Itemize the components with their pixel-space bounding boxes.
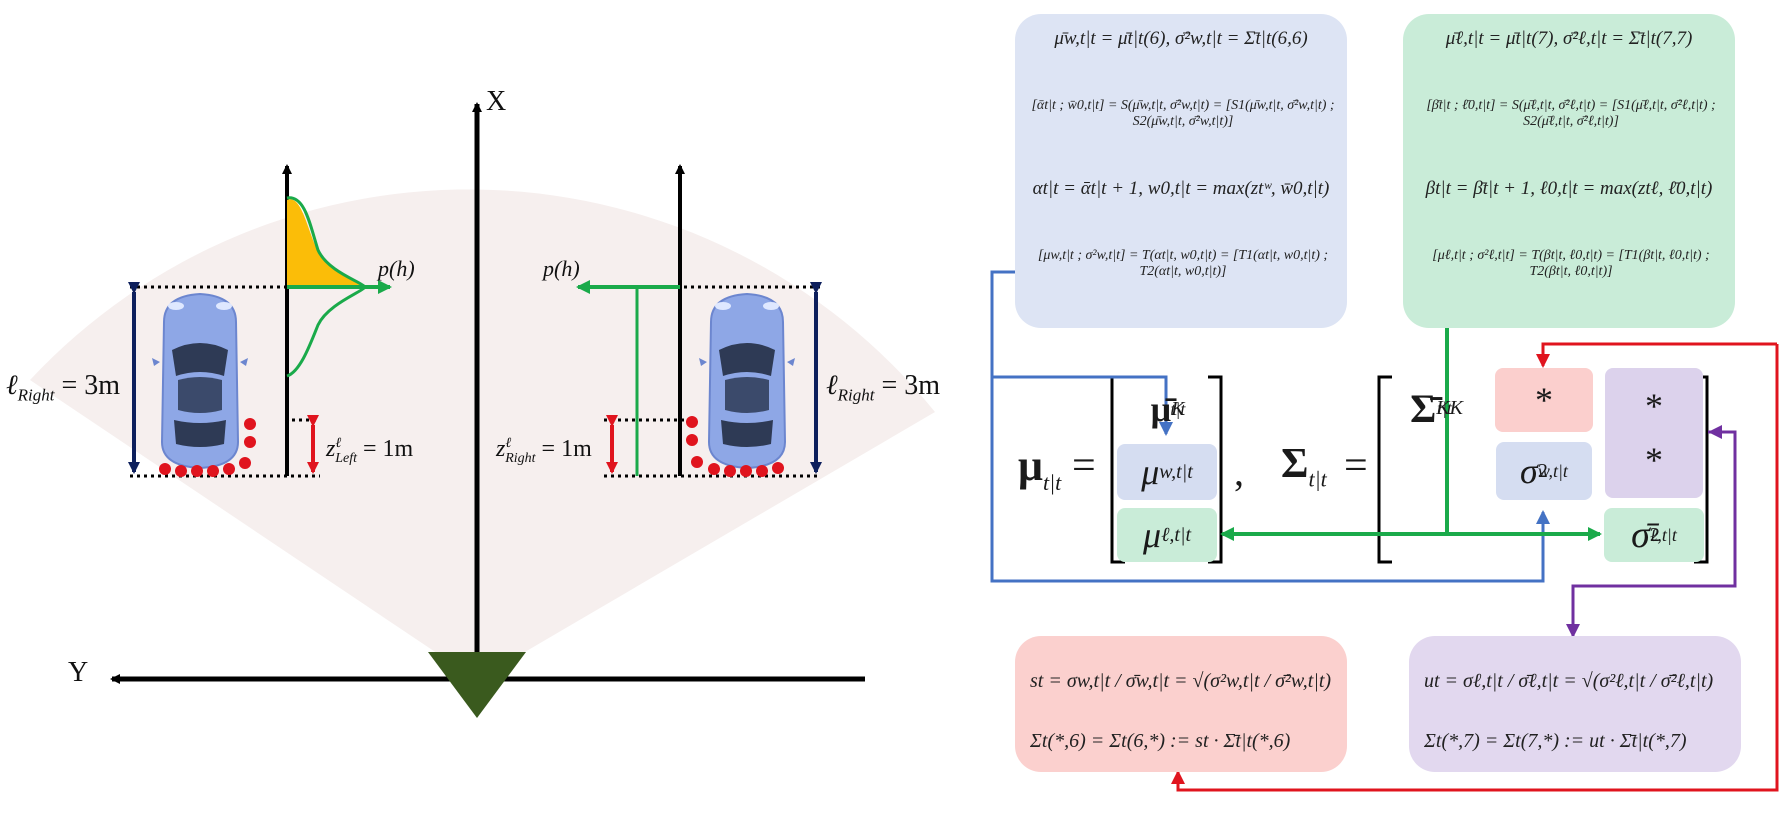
left-pdf-curve — [287, 199, 365, 287]
left-length-label: ℓRight = 3m — [6, 370, 121, 405]
green-equation-box — [1403, 14, 1735, 328]
right-ph-label: p(h) — [543, 256, 580, 281]
sigma-equals: = — [1344, 443, 1368, 489]
sigma-star-red-cell: * — [1495, 368, 1593, 432]
mu-comma: , — [1234, 449, 1244, 494]
sigma-lhs: Σt|t — [1281, 441, 1327, 492]
blue-eq-line3: αt|t = ᾱt|t + 1, w0,t|t = max(ztʷ, w̄0,t… — [1032, 178, 1330, 199]
sigma-star-lower: * — [1645, 440, 1663, 480]
blue-equation-box — [1015, 14, 1347, 328]
right-length-label: ℓRight = 3m — [826, 370, 941, 405]
red-equation-box — [1015, 636, 1347, 772]
sigma-star-purple-cell: * * — [1605, 368, 1703, 498]
green-eq-line3: βt|t = β̄t|t + 1, ℓ0,t|t = max(ztℓ, ℓ̄0,… — [1425, 178, 1713, 199]
mu-equals: = — [1072, 443, 1096, 489]
green-eq-line4: [μℓ,t|t ; σ²ℓ,t|t] = T(βt|t, ℓ0,t|t) = [… — [1432, 248, 1710, 279]
left-car-group — [128, 164, 392, 478]
right-measurement-dots — [686, 416, 784, 477]
sigma-star-upper: * — [1645, 386, 1663, 426]
blue-eq-line4: [μw,t|t ; σ²w,t|t] = T(αt|t, w0,t|t) = [… — [1037, 248, 1329, 279]
axis-x-label: X — [486, 86, 507, 117]
left-measurement-dots — [159, 418, 256, 477]
mu-lhs: μt|t — [1018, 441, 1062, 495]
right-z-label: zℓRight = 1m — [496, 436, 592, 466]
left-z-label: zℓLeft = 1m — [326, 436, 414, 466]
left-ph-label: p(h) — [378, 256, 415, 281]
red-eq-line2: Σt(*,6) = Σt(6,*) := st · Σ̄t|t(*,6) — [1030, 730, 1291, 752]
green-eq-line1: μ̄ℓ,t|t = μ̄t|t(7), σ̄²ℓ,t|t = Σ̄t|t(7,7… — [1445, 28, 1693, 49]
sensor-triangle — [428, 652, 526, 718]
axis-y-label: Y — [68, 657, 89, 688]
purple-equation-box — [1409, 636, 1741, 772]
blue-eq-line2: [ᾱt|t ; w̄0,t|t] = S(μ̄w,t|t, σ̄²w,t|t) … — [1031, 98, 1335, 129]
red-flow-arrow — [1171, 344, 1779, 792]
red-eq-line1: st = σw,t|t / σ̄w,t|t = √(σ²w,t|t / σ̄²w… — [1030, 670, 1332, 692]
sensor-field-of-view — [30, 189, 935, 680]
blue-eq-line1: μ̄w,t|t = μ̄t|t(6), σ̄²w,t|t = Σ̄t|t(6,6… — [1054, 28, 1308, 49]
green-eq-line2: [β̄t|t ; ℓ̄0,t|t] = S(μ̄ℓ,t|t, σ̄²ℓ,t|t)… — [1426, 98, 1716, 129]
purple-eq-line1: ut = σℓ,t|t / σ̄ℓ,t|t = √(σ²ℓ,t|t / σ̄²ℓ… — [1424, 670, 1714, 692]
purple-eq-line2: Σt(*,7) = Σt(7,*) := ut · Σ̄t|t(*,7) — [1424, 730, 1687, 752]
right-car-group — [576, 164, 822, 478]
